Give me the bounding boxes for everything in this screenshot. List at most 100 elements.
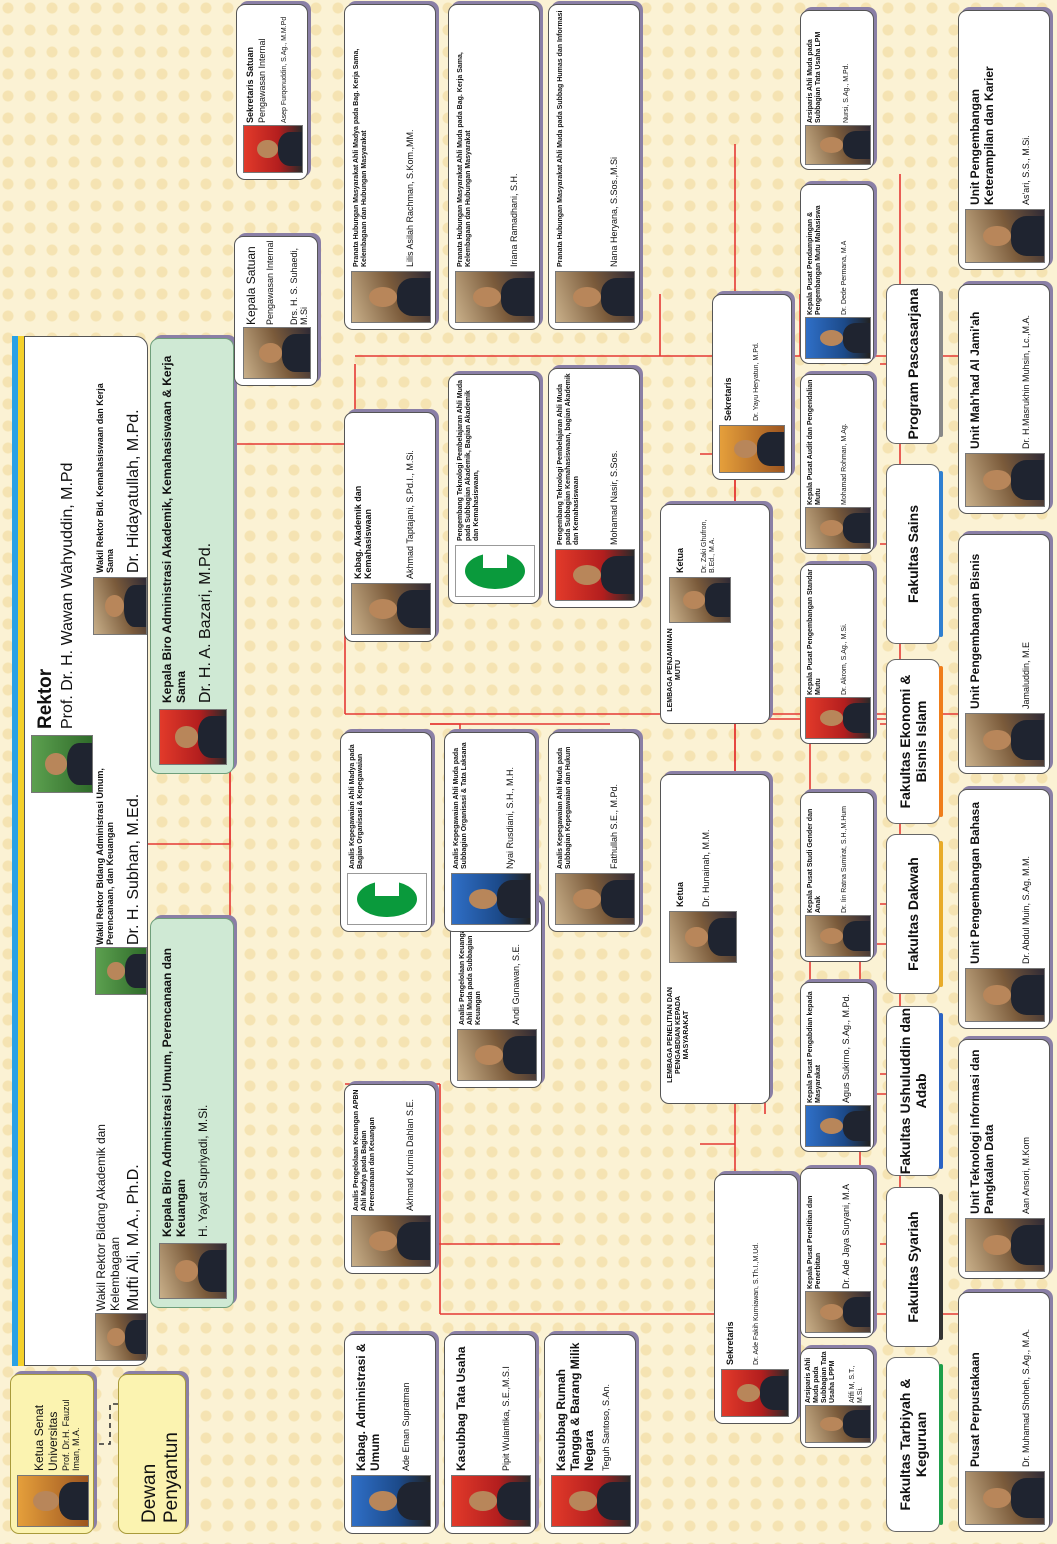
lpm-sek-role: Sekretaris [723, 377, 733, 421]
unit-photo [965, 209, 1045, 263]
lppm-sek-name: Dr. Ade Fakih Kurniawan, S.Th.I.,M.Ud. [753, 1242, 760, 1365]
lppm-p3-title: Kepala Pusat Studi Gender dan Anak [807, 808, 823, 913]
humas1-title: Pranata Hubungan Masyarakat Ahli Madya p… [353, 48, 369, 267]
lppm-p2-title: Kepala Pusat Pengabdian kepada Masyaraka… [807, 991, 823, 1103]
analis-peg2-name: Nyai Rusdiani, S.H., M.H. [505, 766, 515, 869]
analis-peg3-title: Analis Kepegawaian Ahli Muda pada Subbag… [557, 746, 573, 869]
wr3-name: Dr. Hidayatullah, M.Pd. [125, 409, 142, 573]
analis-apbn1-name: Akhmad Kurnia Dahlan S.E. [405, 1098, 415, 1211]
unit-box: Unit Mah'had Al Jami'ah Dr. H.Masrukhin M… [958, 284, 1050, 514]
kasubbag-rt-name: Teguh Santoso, S.An. [601, 1383, 611, 1471]
lppm-role: Ketua [675, 881, 685, 907]
kasubbag-tu-name: Pipit Wulantika, S.E.,M.S.I [501, 1366, 511, 1471]
humas3-photo [555, 271, 635, 323]
spi-head-box: Kepala Satuan Pengawasan Internal Drs. H… [234, 236, 318, 386]
biro-akademik-title: Kepala Biro Administrasi Akademik, Kemah… [160, 355, 188, 703]
kasubbag-tu-photo [451, 1475, 531, 1527]
biro-akademik-name: Dr. H. A. Bazari, M.Pd. [197, 542, 214, 703]
faculty-label: Fakultas Sains [905, 504, 921, 604]
lppm-name: Dr. Hunainah, M.M. [701, 829, 711, 907]
analis-peg2-title: Analis Kepegawaian Ahli Muda pada Subbag… [453, 742, 469, 869]
lppm-sek-photo [721, 1369, 789, 1417]
unit-name: Aan Ansori, M.Kom [1021, 1136, 1031, 1214]
analis-peg2-box: Analis Kepegawaian Ahli Muda pada Subbag… [444, 732, 536, 932]
faculty-color-bar [939, 841, 943, 987]
faculty-box: Fakultas Sains [886, 464, 943, 644]
lppm-p1-title: Kepala Pusat Penelitian dan Penerbitan [807, 1195, 823, 1289]
lpm-arsip-box: Arsiparis Ahli Muda pada Subbagian Tata … [800, 10, 874, 170]
faculty-label: Fakultas Dakwah [905, 857, 921, 971]
unit-box: Unit Pengembangan Keterampilan dan Karie… [958, 10, 1050, 270]
lppm-p1-name: Dr. Ade Jaya Suryani, M.A [841, 1183, 851, 1289]
lppm-arsip-title: Arsiparis Ahli Muda pada Subbagian Tata … [805, 1351, 837, 1403]
rektor-name: Prof. Dr. H. Wawan Wahyuddin, M.Pd [59, 462, 76, 729]
kasubbag-rt-title: Kasubbag Rumah Tangga & Barang Milik Neg… [554, 1342, 596, 1471]
placeholder-photo-icon [347, 873, 427, 925]
faculty-color-bar [939, 1013, 943, 1169]
analis-peg1-title: Analis Kepegawaian Ahli Madya pada Bagia… [349, 744, 365, 869]
spi-head-name: Drs. H. S. Suhaedi, M.Si [289, 247, 310, 325]
faculty-color-bar [939, 471, 943, 637]
lpm-p2-name: Mohamad Rohman, M.Ag. [841, 423, 848, 505]
lppm-p3-photo [805, 915, 871, 957]
unit-name: Dr. Abdul Muin, S.Ag, M.M. [1021, 855, 1031, 964]
lppm-sek-box: Sekretaris Dr. Ade Fakih Kurniawan, S.Th… [714, 1174, 798, 1424]
analis-apbn2-photo [457, 1029, 537, 1081]
faculty-color-bar [939, 666, 943, 817]
kasubbag-tu-box: Kasubbag Tata Usaha Pipit Wulantika, S.E… [444, 1334, 536, 1534]
rektor-title: Rektor [35, 668, 56, 729]
senate-photo [17, 1475, 89, 1527]
unit-title: Unit Mah'had Al Jami'ah [968, 311, 982, 449]
lpm-p3-box: Kepala Pusat Pendampingan & Pengembangan… [800, 184, 874, 364]
dewan-penyantun-box: Dewan Penyantun [118, 1374, 186, 1534]
lppm-p2-name: Agus Sukirno, S.Ag., M.Pd. [841, 993, 851, 1103]
analis-peg2-photo [451, 873, 531, 925]
lppm-sek-role: Sekretaris [725, 1321, 735, 1365]
faculty-label: Fakultas Ekonomi & Bisnis Islam [897, 674, 929, 809]
ptp2-box: Pengembang Teknologi Pembelajaran Ahli M… [548, 368, 640, 608]
unit-name: Dr. H.Masrukhin Muhsin, Lc.,M.A. [1021, 314, 1031, 449]
placeholder-photo-icon [455, 545, 535, 597]
humas2-photo [455, 271, 535, 323]
lpm-role: Ketua [675, 547, 685, 573]
lppm-arsip-photo [805, 1405, 871, 1443]
lppm-p3-box: Kepala Pusat Studi Gender dan Anak Dr. I… [800, 792, 874, 962]
humas3-name: Nana Heryana, S.Sos.,M.Si [609, 156, 619, 267]
faculty-box: Fakultas Dakwah [886, 834, 943, 994]
ptp1-box: Pengembang Teknologi Pembelajaran Ahli M… [448, 374, 540, 604]
unit-title: Unit Teknologi Informasi dan Pangkalan D… [968, 1049, 996, 1214]
senate-box: Ketua Senat Universitas Prof. Dr.H. Fauz… [10, 1374, 94, 1534]
ptp2-name: Mohamad Nasir, S.Sos. [609, 450, 619, 545]
unit-photo [965, 968, 1045, 1022]
biro-umum-box: Kepala Biro Administrasi Umum, Perencana… [150, 918, 234, 1308]
lpm-p1-title: Kepala Pusat Pengembangan Standar Mutu [807, 568, 823, 695]
humas2-title: Pranata Hubungan Masyarakat Ahli Muda pa… [457, 52, 473, 267]
lppm-p3-name: Dr. Iin Ratna Sumirat, S.H.,M.Hum [841, 806, 848, 913]
faculty-label: Program Pascasarjana [905, 288, 921, 440]
faculty-label: Fakultas Ushuluddin dan Adab [897, 1007, 929, 1175]
lpm-p2-box: Kepala Pusat Audit dan Pengendalian Mutu… [800, 374, 874, 554]
spi-sec-photo [243, 125, 303, 173]
lppm-arsip-box: Arsiparis Ahli Muda pada Subbagian Tata … [800, 1348, 874, 1448]
lppm-p1-photo [805, 1291, 871, 1333]
unit-photo [965, 1471, 1045, 1525]
spi-head-subtitle: Pengawasan Internal [265, 240, 275, 325]
unit-name: Jamaluddin, M.E [1021, 641, 1031, 709]
humas3-title: Pranata Hubungan Masyarakat Ahli Muda pa… [557, 10, 564, 267]
analis-peg3-name: Fathullah S.E., M.Pd. [609, 783, 619, 869]
kasubbag-tu-title: Kasubbag Tata Usaha [454, 1346, 468, 1471]
faculty-box: Fakultas Ekonomi & Bisnis Islam [886, 659, 943, 824]
humas2-name: Iriana Ramadhani, S.H. [509, 173, 519, 267]
biro-akademik-photo [159, 709, 227, 765]
wr3-title: Wakil Rektor Bid. Kemahasiswaan dan Kerj… [95, 383, 116, 573]
senate-title: Ketua Senat Universitas [32, 1404, 60, 1471]
wr1-title: Wakil Rektor Bidang Akademik dan Kelemba… [94, 1124, 122, 1311]
ptp2-title: Pengembang Teknologi Pembelajaran Ahli M… [557, 373, 581, 545]
unit-box: Unit Teknologi Informasi dan Pangkalan D… [958, 1039, 1050, 1279]
kabag-akademik-photo [351, 583, 431, 635]
biro-umum-title: Kepala Biro Administrasi Umum, Perencana… [160, 948, 188, 1237]
